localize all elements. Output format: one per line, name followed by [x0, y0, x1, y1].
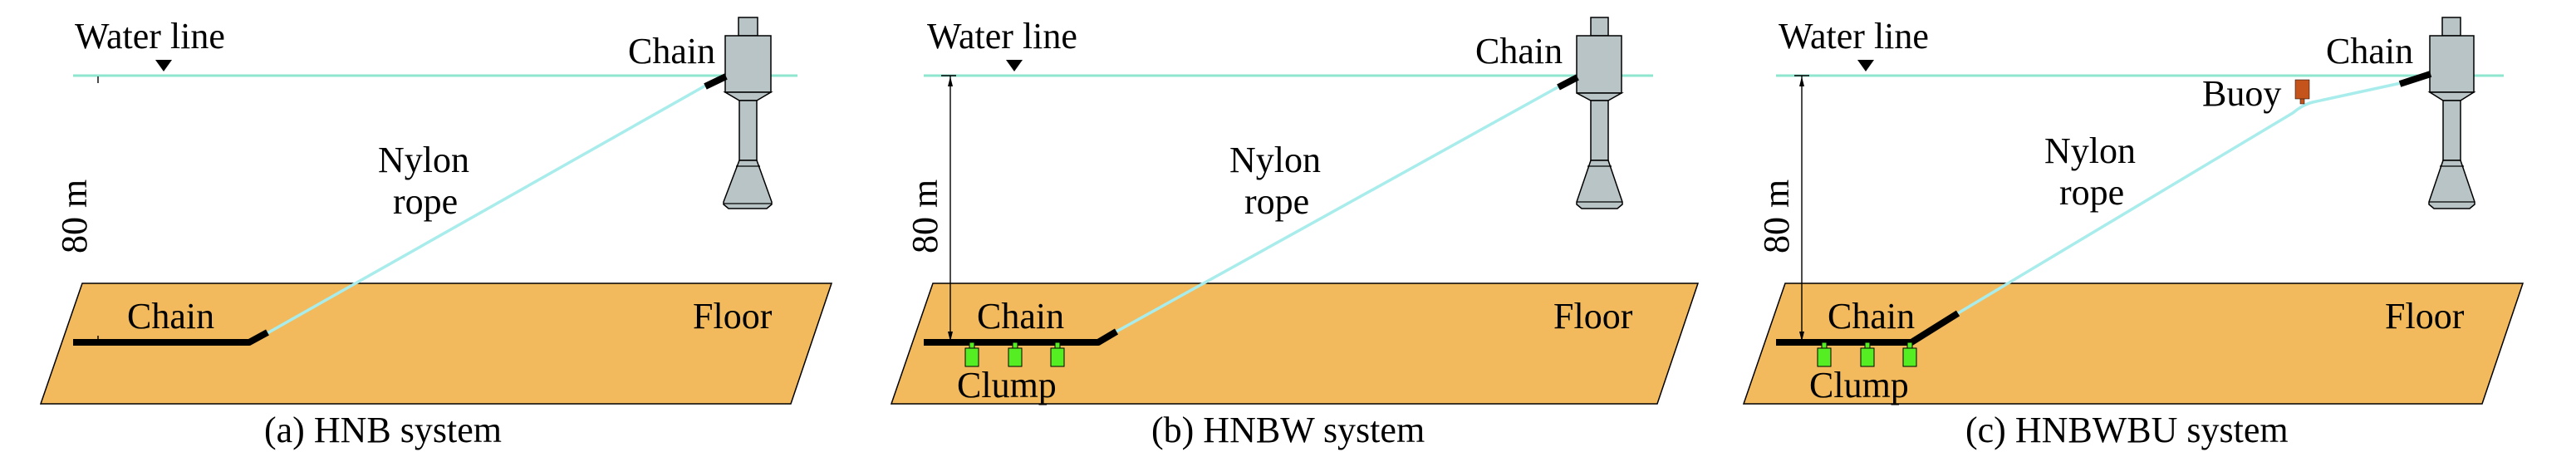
bottom-chain-label: Chain [1828, 296, 1915, 337]
seabed-floor [39, 283, 833, 405]
spar-buoy [1576, 17, 1624, 209]
bottom-chain [73, 329, 269, 346]
fairlead-chain [1557, 74, 1579, 91]
rope-label-line2: rope [393, 181, 458, 222]
clump-weights [1817, 342, 1917, 367]
water-level-triangle-icon [1857, 60, 1874, 71]
water-line-label: Water line [75, 16, 225, 57]
seabed-floor [1742, 283, 2524, 405]
clump-weight [1817, 342, 1832, 367]
buoy-label: Buoy [2202, 73, 2281, 114]
clump-weight [1008, 342, 1023, 367]
depth-dimension-arrow [941, 75, 956, 342]
clump-weight [964, 342, 979, 367]
depth-label: 80 m [905, 179, 945, 253]
panel-a: Water line Chain Nylon rope Chain Floor … [39, 16, 833, 450]
nylon-rope [1957, 81, 2402, 315]
rope-label-line1: Nylon [378, 140, 469, 180]
fairlead-chain [2398, 71, 2432, 87]
submerged-buoy [2294, 79, 2310, 105]
floor-label: Floor [693, 296, 773, 337]
panel-b: Water line Chain Nylon rope Chain Floor … [890, 16, 1700, 450]
clump-weights [964, 342, 1065, 367]
water-level-triangle-icon [1006, 60, 1023, 71]
seabed-floor [890, 283, 1700, 405]
water-line-label: Water line [1779, 16, 1929, 57]
rope-label-line1: Nylon [1229, 140, 1321, 180]
bottom-chain-label: Chain [127, 296, 214, 337]
water-level-triangle-icon [155, 60, 172, 71]
depth-label: 80 m [54, 179, 95, 253]
bottom-chain [924, 328, 1119, 346]
panel-caption: (b) HNBW system [1151, 410, 1425, 450]
clump-weight [1860, 342, 1875, 367]
floor-label: Floor [2385, 296, 2465, 337]
clump-weight [1050, 342, 1065, 367]
rope-label-line1: Nylon [2044, 130, 2136, 171]
bottom-chain-label: Chain [977, 296, 1064, 337]
floor-label: Floor [1553, 296, 1633, 337]
nylon-rope [1116, 85, 1560, 333]
fairlead-chain [704, 73, 728, 90]
clump-weight [1902, 342, 1917, 367]
panel-caption: (c) HNBWBU system [1965, 410, 2289, 450]
panel-c: Water line Chain Buoy Nylon rope Chain F… [1742, 16, 2524, 450]
rope-label-line2: rope [1244, 181, 1309, 222]
water-line-label: Water line [927, 16, 1077, 57]
clump-label: Clump [957, 365, 1057, 405]
fairlead-chain-label: Chain [628, 31, 715, 71]
depth-dimension-arrow [1794, 75, 1809, 342]
rope-label-line2: rope [2059, 172, 2124, 213]
depth-label: 80 m [1756, 179, 1797, 253]
nylon-rope [265, 83, 708, 336]
clump-label: Clump [1809, 365, 1909, 405]
panel-caption: (a) HNB system [264, 410, 502, 450]
spar-buoy [723, 17, 773, 209]
fairlead-chain-label: Chain [1475, 31, 1563, 71]
spar-buoy [2427, 17, 2476, 209]
fairlead-chain-label: Chain [2326, 31, 2413, 71]
